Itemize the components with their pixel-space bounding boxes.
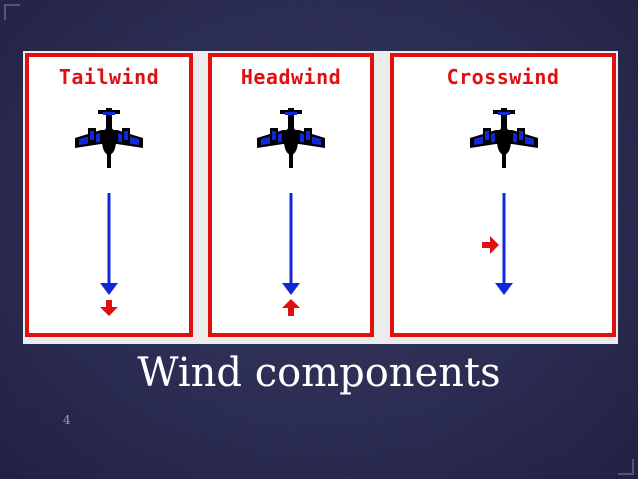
frame-corner-bottom-right [618,459,634,475]
track-arrow-icon [100,193,118,295]
airplane-icon [75,108,143,168]
tailwind-diagram [75,108,143,316]
panel-title-tailwind: Tailwind [58,65,160,89]
frame-corner-top-left [4,4,20,20]
panel-tailwind: Tailwind [25,53,193,337]
wind-arrow-icon [100,300,118,316]
panel-crosswind: Crosswind [390,53,616,337]
airplane-icon [257,108,325,168]
panel-title-headwind: Headwind [240,65,342,89]
airplane-icon [470,108,538,168]
wind-arrow-icon [482,236,499,254]
headwind-diagram [257,108,325,316]
wind-arrow-icon [282,299,300,316]
panel-title-crosswind: Crosswind [446,65,560,89]
crosswind-diagram [470,108,538,295]
page-number: 4 [63,413,71,427]
panel-headwind: Headwind [208,53,374,337]
track-arrow-icon [282,193,300,295]
track-arrow-icon [495,193,513,295]
slide-caption: Wind components [137,350,501,396]
wind-components-figure: Tailwind [23,51,618,344]
